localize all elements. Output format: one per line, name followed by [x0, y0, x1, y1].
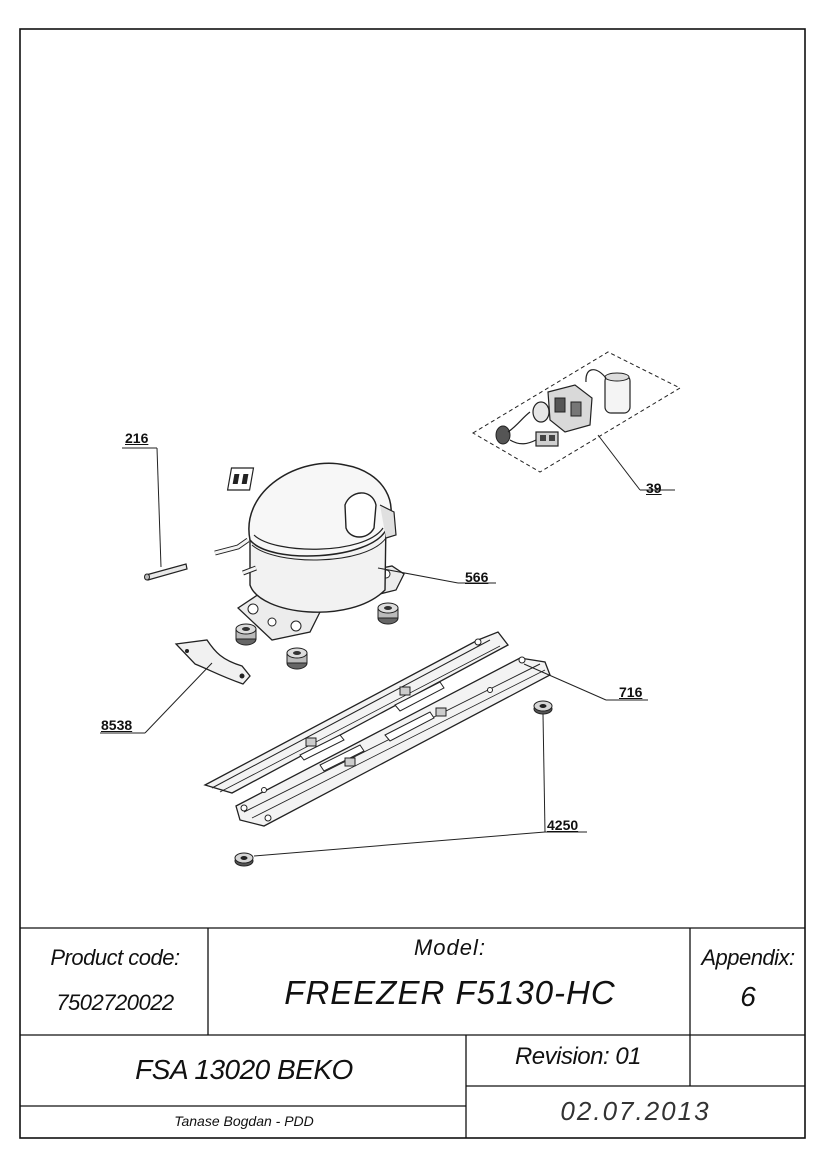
date: 02.07.2013 — [560, 1096, 711, 1126]
part-716-rails — [203, 631, 648, 827]
fsa-code: FSA 13020 BEKO — [135, 1054, 353, 1085]
model-label: Model: — [413, 935, 487, 960]
drawing-frame — [19, 28, 806, 1139]
product-code-label: Product code: — [50, 945, 180, 970]
title-block-grid — [20, 927, 805, 1138]
model-value: FREEZER F5130-HC — [284, 974, 616, 1011]
callout-216: 216 — [125, 430, 149, 446]
product-code-value: 7502720022 — [56, 990, 174, 1015]
appendix-value: 6 — [740, 981, 756, 1012]
rubber-grommets — [235, 602, 399, 670]
callout-716: 716 — [619, 684, 643, 700]
revision: Revision: 01 — [514, 1043, 642, 1070]
part-8538-plate — [100, 639, 251, 734]
callout-39: 39 — [646, 480, 662, 496]
callout-566: 566 — [465, 569, 489, 585]
part-39-electrical-kit — [472, 351, 682, 491]
author: Tanase Bogdan - PDD — [174, 1113, 314, 1129]
part-216-pin — [122, 447, 188, 581]
appendix-label: Appendix: — [701, 945, 795, 970]
part-566-compressor — [214, 462, 496, 641]
callout-4250: 4250 — [547, 817, 579, 833]
callout-8538: 8538 — [101, 717, 133, 733]
part-4250-feet — [234, 700, 587, 867]
